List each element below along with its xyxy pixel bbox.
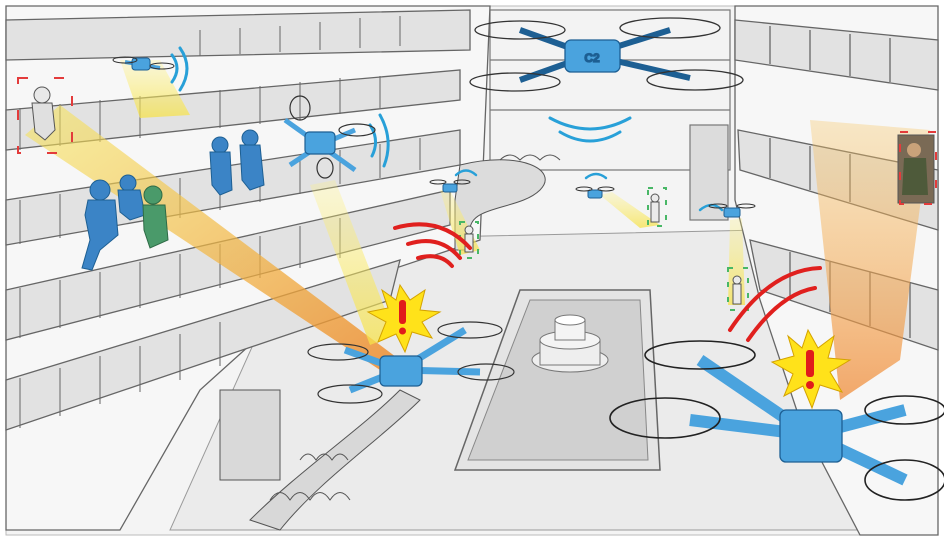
detection-beam-sniper xyxy=(25,105,400,370)
soldier-squad xyxy=(81,129,265,271)
foliage xyxy=(269,154,561,501)
quadcopter-icon-small-left xyxy=(429,179,471,193)
scan-beam-balcony xyxy=(310,180,395,345)
scan-beam-right xyxy=(728,218,745,305)
alert-burst-icon-left xyxy=(366,283,442,354)
quadcopter-icon-small-center xyxy=(575,186,615,199)
pedestrians xyxy=(464,193,742,305)
quadcopter-icon-alert-right xyxy=(609,340,944,501)
quadcopter-icon-alert-left xyxy=(307,321,515,404)
quadcopter-icon-window xyxy=(112,56,175,71)
exclamation-icon xyxy=(806,350,814,377)
person-window-right xyxy=(897,134,935,204)
exclamation-icon xyxy=(399,300,406,324)
doorway xyxy=(219,389,281,481)
hub-drone-label: C2 xyxy=(584,51,600,65)
person-window-left xyxy=(31,86,56,141)
scan-beam-center xyxy=(600,192,660,228)
signal-arcs-icon xyxy=(170,46,822,342)
alert-burst-icon-right xyxy=(770,328,852,410)
quadcopter-icon-small-right xyxy=(708,203,756,218)
quadcopter-icon-hub: C2 xyxy=(469,17,744,92)
fountain-pool xyxy=(453,289,661,471)
planter-foreground xyxy=(249,389,421,531)
quadcopter-icon-balcony xyxy=(283,95,376,179)
scan-beam-window-drone xyxy=(120,60,190,118)
